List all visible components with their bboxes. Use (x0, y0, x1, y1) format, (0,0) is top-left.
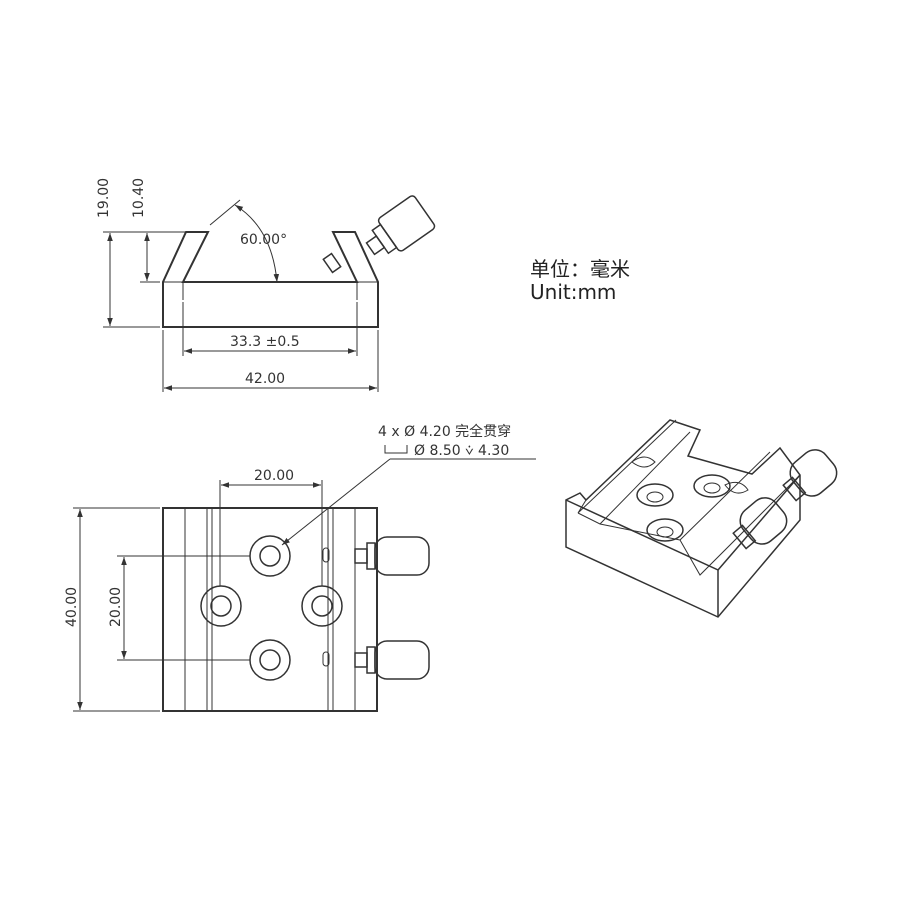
front-knob (365, 195, 436, 256)
outer-width-label: 42.00 (245, 371, 285, 387)
front-view: 60.00° 19.00 10.40 33.3 ±0.5 42.00 (96, 178, 436, 392)
top-view: 20.00 20.00 40.00 4 x Ø 4.20 完全贯穿 Ø 8.50… (64, 423, 536, 712)
counterbore-symbol (384, 445, 408, 454)
iso-knob-front (732, 497, 788, 550)
units-chinese: 单位：毫米 (530, 257, 630, 281)
iso-notch-right (724, 481, 749, 494)
iso-knob-back (782, 449, 838, 502)
hole-pitch-y-label: 20.00 (108, 587, 124, 627)
top-view-outline (162, 507, 378, 712)
height-total-label: 19.00 (96, 178, 112, 218)
hole-top (249, 535, 291, 577)
top-knob-upper (354, 536, 430, 576)
front-clamp-screw (322, 252, 342, 274)
hole-pitch-x-label: 20.00 (254, 468, 294, 484)
top-knob-lower (354, 640, 430, 680)
depth-label: 40.00 (64, 587, 80, 627)
hole-callout-line1: 4 x Ø 4.20 完全贯穿 (378, 423, 511, 440)
hole-callout-leader (281, 458, 391, 546)
inner-width-label: 33.3 ±0.5 (230, 334, 300, 350)
angle-label: 60.00° (240, 232, 287, 248)
hole-right (301, 585, 343, 627)
side-slot-lower (322, 651, 330, 667)
height-groove-label: 10.40 (131, 178, 147, 218)
hole-bottom (249, 639, 291, 681)
side-slot-upper (322, 547, 330, 563)
iso-notch-left (631, 456, 656, 468)
iso-hole-1 (636, 483, 674, 507)
isometric-view (565, 419, 838, 618)
iso-hole-3 (646, 518, 684, 542)
hole-left (200, 585, 242, 627)
front-view-outline (162, 231, 379, 328)
units-english: Unit:mm (530, 280, 616, 304)
hole-callout-line2: Ø 8.50 ⩒ 4.30 (414, 443, 509, 459)
iso-hole-2 (693, 474, 731, 498)
iso-block-outline (565, 419, 801, 618)
angle-arc (234, 204, 280, 283)
